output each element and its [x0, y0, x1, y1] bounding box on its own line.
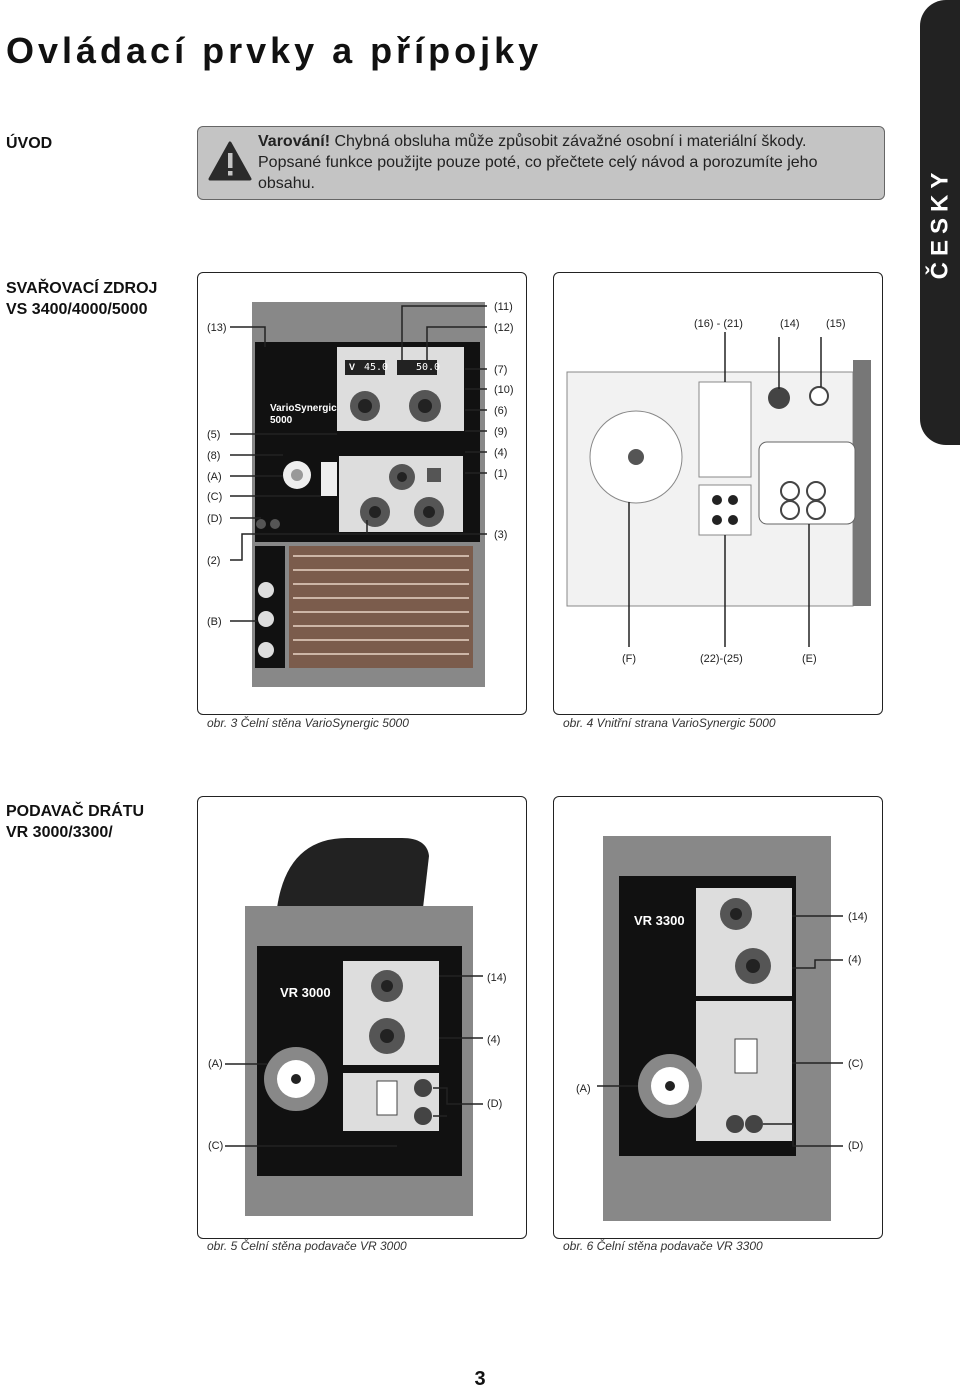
fig3-display-left: 45.0	[364, 362, 389, 373]
warning-label: Varování!	[258, 133, 331, 150]
power-source-heading-line2: VS 3400/4000/5000	[6, 301, 148, 318]
fig4-label: (E)	[802, 653, 817, 665]
fig6-label: (C)	[848, 1058, 864, 1070]
fig5-panel: VR 3000 (A) (C) (14) (4) (D)	[197, 796, 527, 1239]
power-source-heading-line1: SVAŘOVACÍ ZDROJ	[6, 280, 158, 297]
fig3-label: (3)	[494, 529, 508, 541]
fig5-label: (C)	[208, 1140, 224, 1152]
warning-box: Varování! Chybná obsluha může způsobit z…	[197, 126, 885, 200]
fig3-label: (A)	[207, 471, 222, 483]
fig3-label: (10)	[494, 384, 514, 396]
wire-feeder-heading-line2: VR 3000/3300/	[6, 824, 113, 841]
fig3-panel: (13) (5) (8) (A) (C) (D) (2) (B) (11) (1…	[197, 272, 527, 715]
fig4-caption: obr. 4 Vnitřní strana VarioSynergic 5000	[563, 716, 776, 730]
fig3-label: (11)	[494, 301, 513, 313]
fig3-brand-line1: VarioSynergic	[270, 403, 337, 414]
fig5-feeder-drawing	[225, 838, 483, 1216]
fig4-label: (22)-(25)	[700, 653, 743, 665]
fig5-label: (4)	[487, 1034, 501, 1046]
fig3-display-right: 50.0	[416, 362, 441, 373]
warning-triangle-icon	[208, 141, 252, 181]
fig3-label: (C)	[207, 491, 223, 503]
fig5-model: VR 3000	[280, 985, 331, 1000]
fig3-caption: obr. 3 Čelní stěna VarioSynergic 5000	[207, 716, 409, 730]
fig3-label: (5)	[207, 429, 221, 441]
fig4-label: (16) - (21)	[694, 318, 743, 330]
fig6-label: (14)	[848, 911, 868, 923]
fig3-label: (7)	[494, 364, 508, 376]
intro-heading: ÚVOD	[6, 135, 53, 152]
fig6-model: VR 3300	[634, 913, 685, 928]
fig3-label: (1)	[494, 468, 508, 480]
fig6-label: (D)	[848, 1140, 864, 1152]
fig4-panel: (16) - (21) (14) (15) (F) (22)-(25) (E)	[553, 272, 883, 715]
fig5-label: (D)	[487, 1098, 503, 1110]
fig3-label: (6)	[494, 405, 508, 417]
fig6-label: (4)	[848, 954, 862, 966]
fig6-panel: VR 3300 (A) (14) (4) (C) (D)	[553, 796, 883, 1239]
warning-body: Chybná obsluha může způsobit závažné oso…	[258, 133, 818, 192]
fig4-interior-drawing	[566, 332, 871, 647]
fig3-label: (D)	[207, 513, 223, 525]
page-title: Ovládací prvky a přípojky	[6, 30, 543, 71]
wire-feeder-heading-line1: PODAVAČ DRÁTU	[6, 803, 145, 820]
fig3-label: (12)	[494, 322, 514, 334]
wire-feeder-heading: PODAVAČ DRÁTU VR 3000/3300/	[6, 801, 144, 843]
fig5-caption: obr. 5 Čelní stěna podavače VR 3000	[207, 1239, 407, 1253]
fig3-brand: VarioSynergic 5000	[270, 403, 337, 427]
fig6-feeder-drawing	[597, 836, 843, 1221]
page-number: 3	[474, 1368, 486, 1390]
power-source-heading: SVAŘOVACÍ ZDROJ VS 3400/4000/5000	[6, 278, 157, 320]
language-tab: ČESKY	[920, 0, 960, 445]
fig4-label: (15)	[826, 318, 846, 330]
fig3-label: (B)	[207, 616, 222, 628]
fig4-label: (14)	[780, 318, 800, 330]
warning-text: Varování! Chybná obsluha může způsobit z…	[258, 131, 858, 194]
fig5-label: (A)	[208, 1058, 223, 1070]
fig5-label: (14)	[487, 972, 507, 984]
fig6-label: (A)	[576, 1083, 591, 1095]
fig3-label: (13)	[207, 322, 227, 334]
fig3-label: (2)	[207, 555, 221, 567]
language-tab-label: ČESKY	[926, 166, 953, 279]
fig3-label: (8)	[207, 450, 221, 462]
fig4-label: (F)	[622, 653, 637, 665]
fig3-unit-v: V	[349, 362, 356, 372]
fig3-label: (4)	[494, 447, 508, 459]
fig3-label: (9)	[494, 426, 508, 438]
fig6-caption: obr. 6 Čelní stěna podavače VR 3300	[563, 1239, 763, 1253]
fig3-machine-drawing	[230, 302, 487, 687]
fig3-brand-line2: 5000	[270, 415, 293, 426]
